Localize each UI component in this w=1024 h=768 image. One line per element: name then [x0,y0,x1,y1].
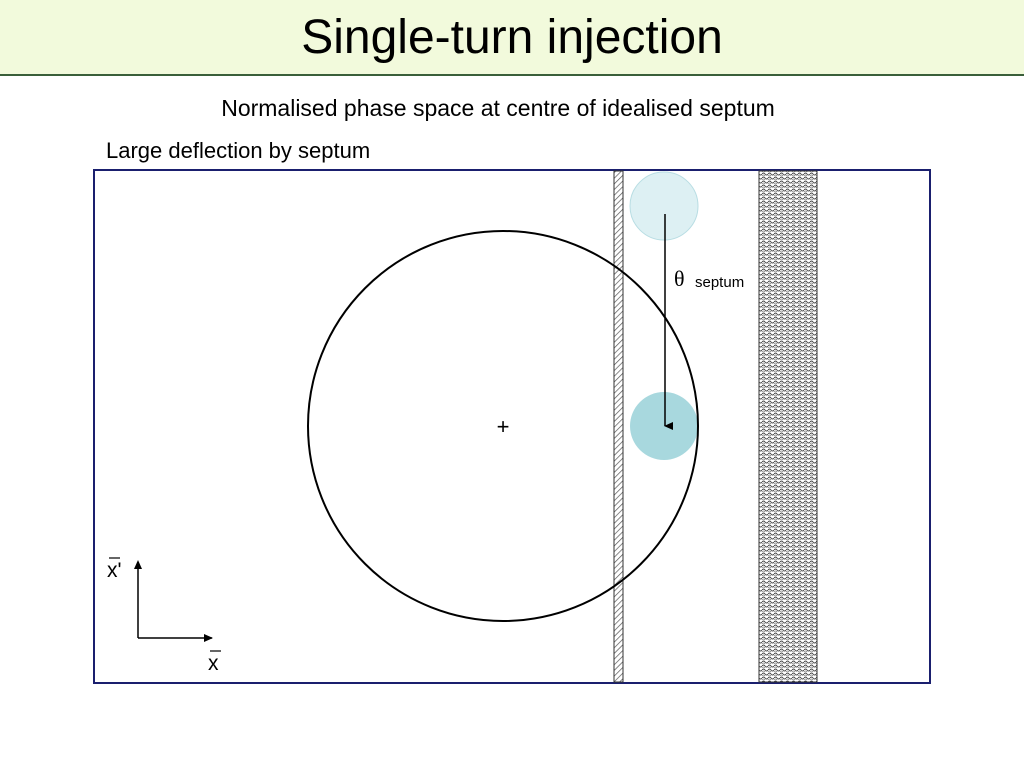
centre-marker: + [497,414,510,439]
axis-xprime-label: x' [107,559,122,582]
septum-blade [613,170,624,683]
axis-x-label: x [208,652,219,675]
acceptance-ellipse [307,230,699,622]
septum-coil [758,170,818,683]
diagram-caption: Large deflection by septum [106,138,371,163]
slide-subtitle: Normalised phase space at centre of idea… [221,95,775,121]
injected-beam-after [630,392,698,460]
slide-title: Single-turn injection [301,11,723,64]
theta-septum-label: septum [695,274,744,291]
title-bar: Single-turn injection [0,0,1024,76]
injected-beam-before [629,171,699,241]
phase-space-frame [93,169,931,684]
theta-symbol: θ [674,266,685,291]
